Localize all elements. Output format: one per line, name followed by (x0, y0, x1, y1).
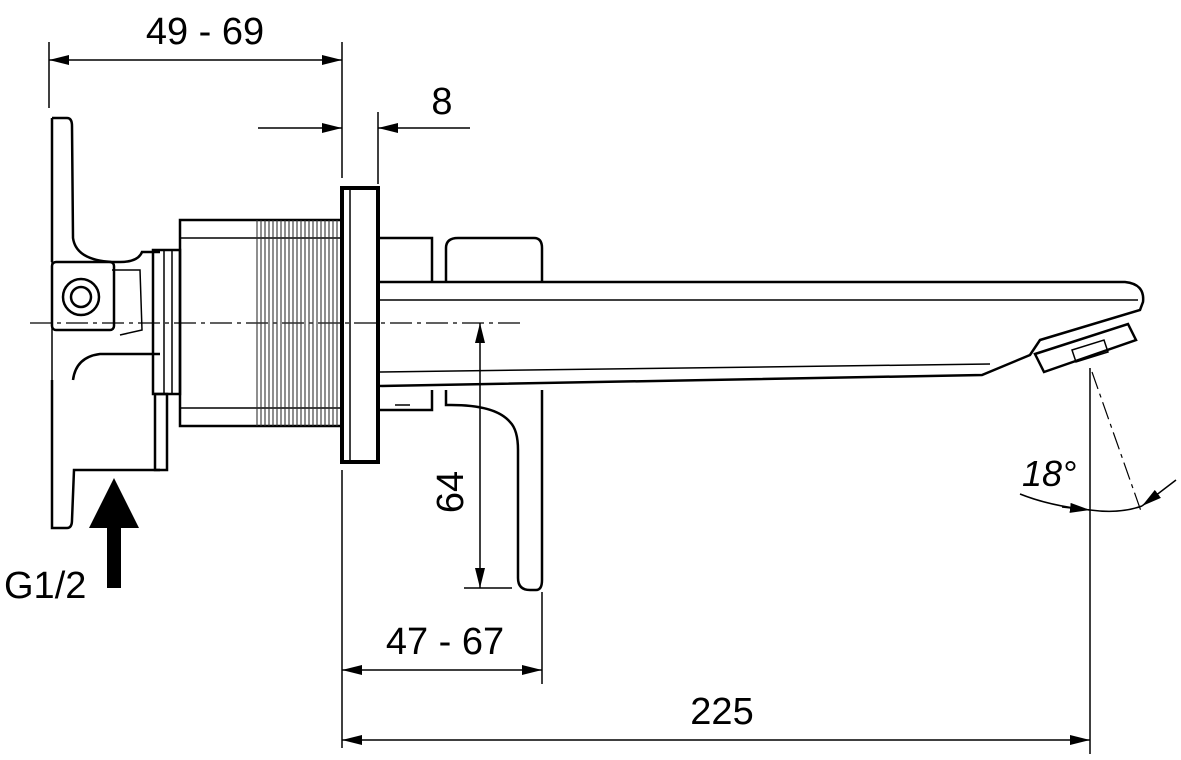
inlet-arrow: G1/2 (4, 478, 139, 607)
dim-spout-length: 225 (342, 368, 1091, 754)
mounting-bracket (50, 116, 160, 530)
spout-length-label: 225 (690, 691, 753, 733)
spout (377, 280, 1145, 388)
spray-angle-label: 18° (1022, 453, 1076, 494)
dim-wall-depth: 49 - 69 (48, 11, 343, 178)
handle-height-label: 64 (430, 471, 472, 513)
plate-thickness-label: 8 (431, 81, 452, 123)
connection-label: G1/2 (4, 565, 86, 607)
dim-plate-thickness: 8 (258, 81, 470, 184)
dim-handle-height: 64 (430, 323, 512, 589)
thread-lines (256, 220, 338, 426)
valve-body (151, 218, 344, 472)
dim-spray-angle: 18° (1019, 371, 1177, 515)
wall-depth-label: 49 - 69 (146, 11, 264, 53)
lever-depth-label: 47 - 67 (386, 621, 504, 663)
inlet-arrow-icon (89, 478, 139, 588)
wall-plate (340, 186, 380, 464)
lever-handle (378, 236, 544, 592)
dim-lever-depth: 47 - 67 (341, 470, 543, 748)
